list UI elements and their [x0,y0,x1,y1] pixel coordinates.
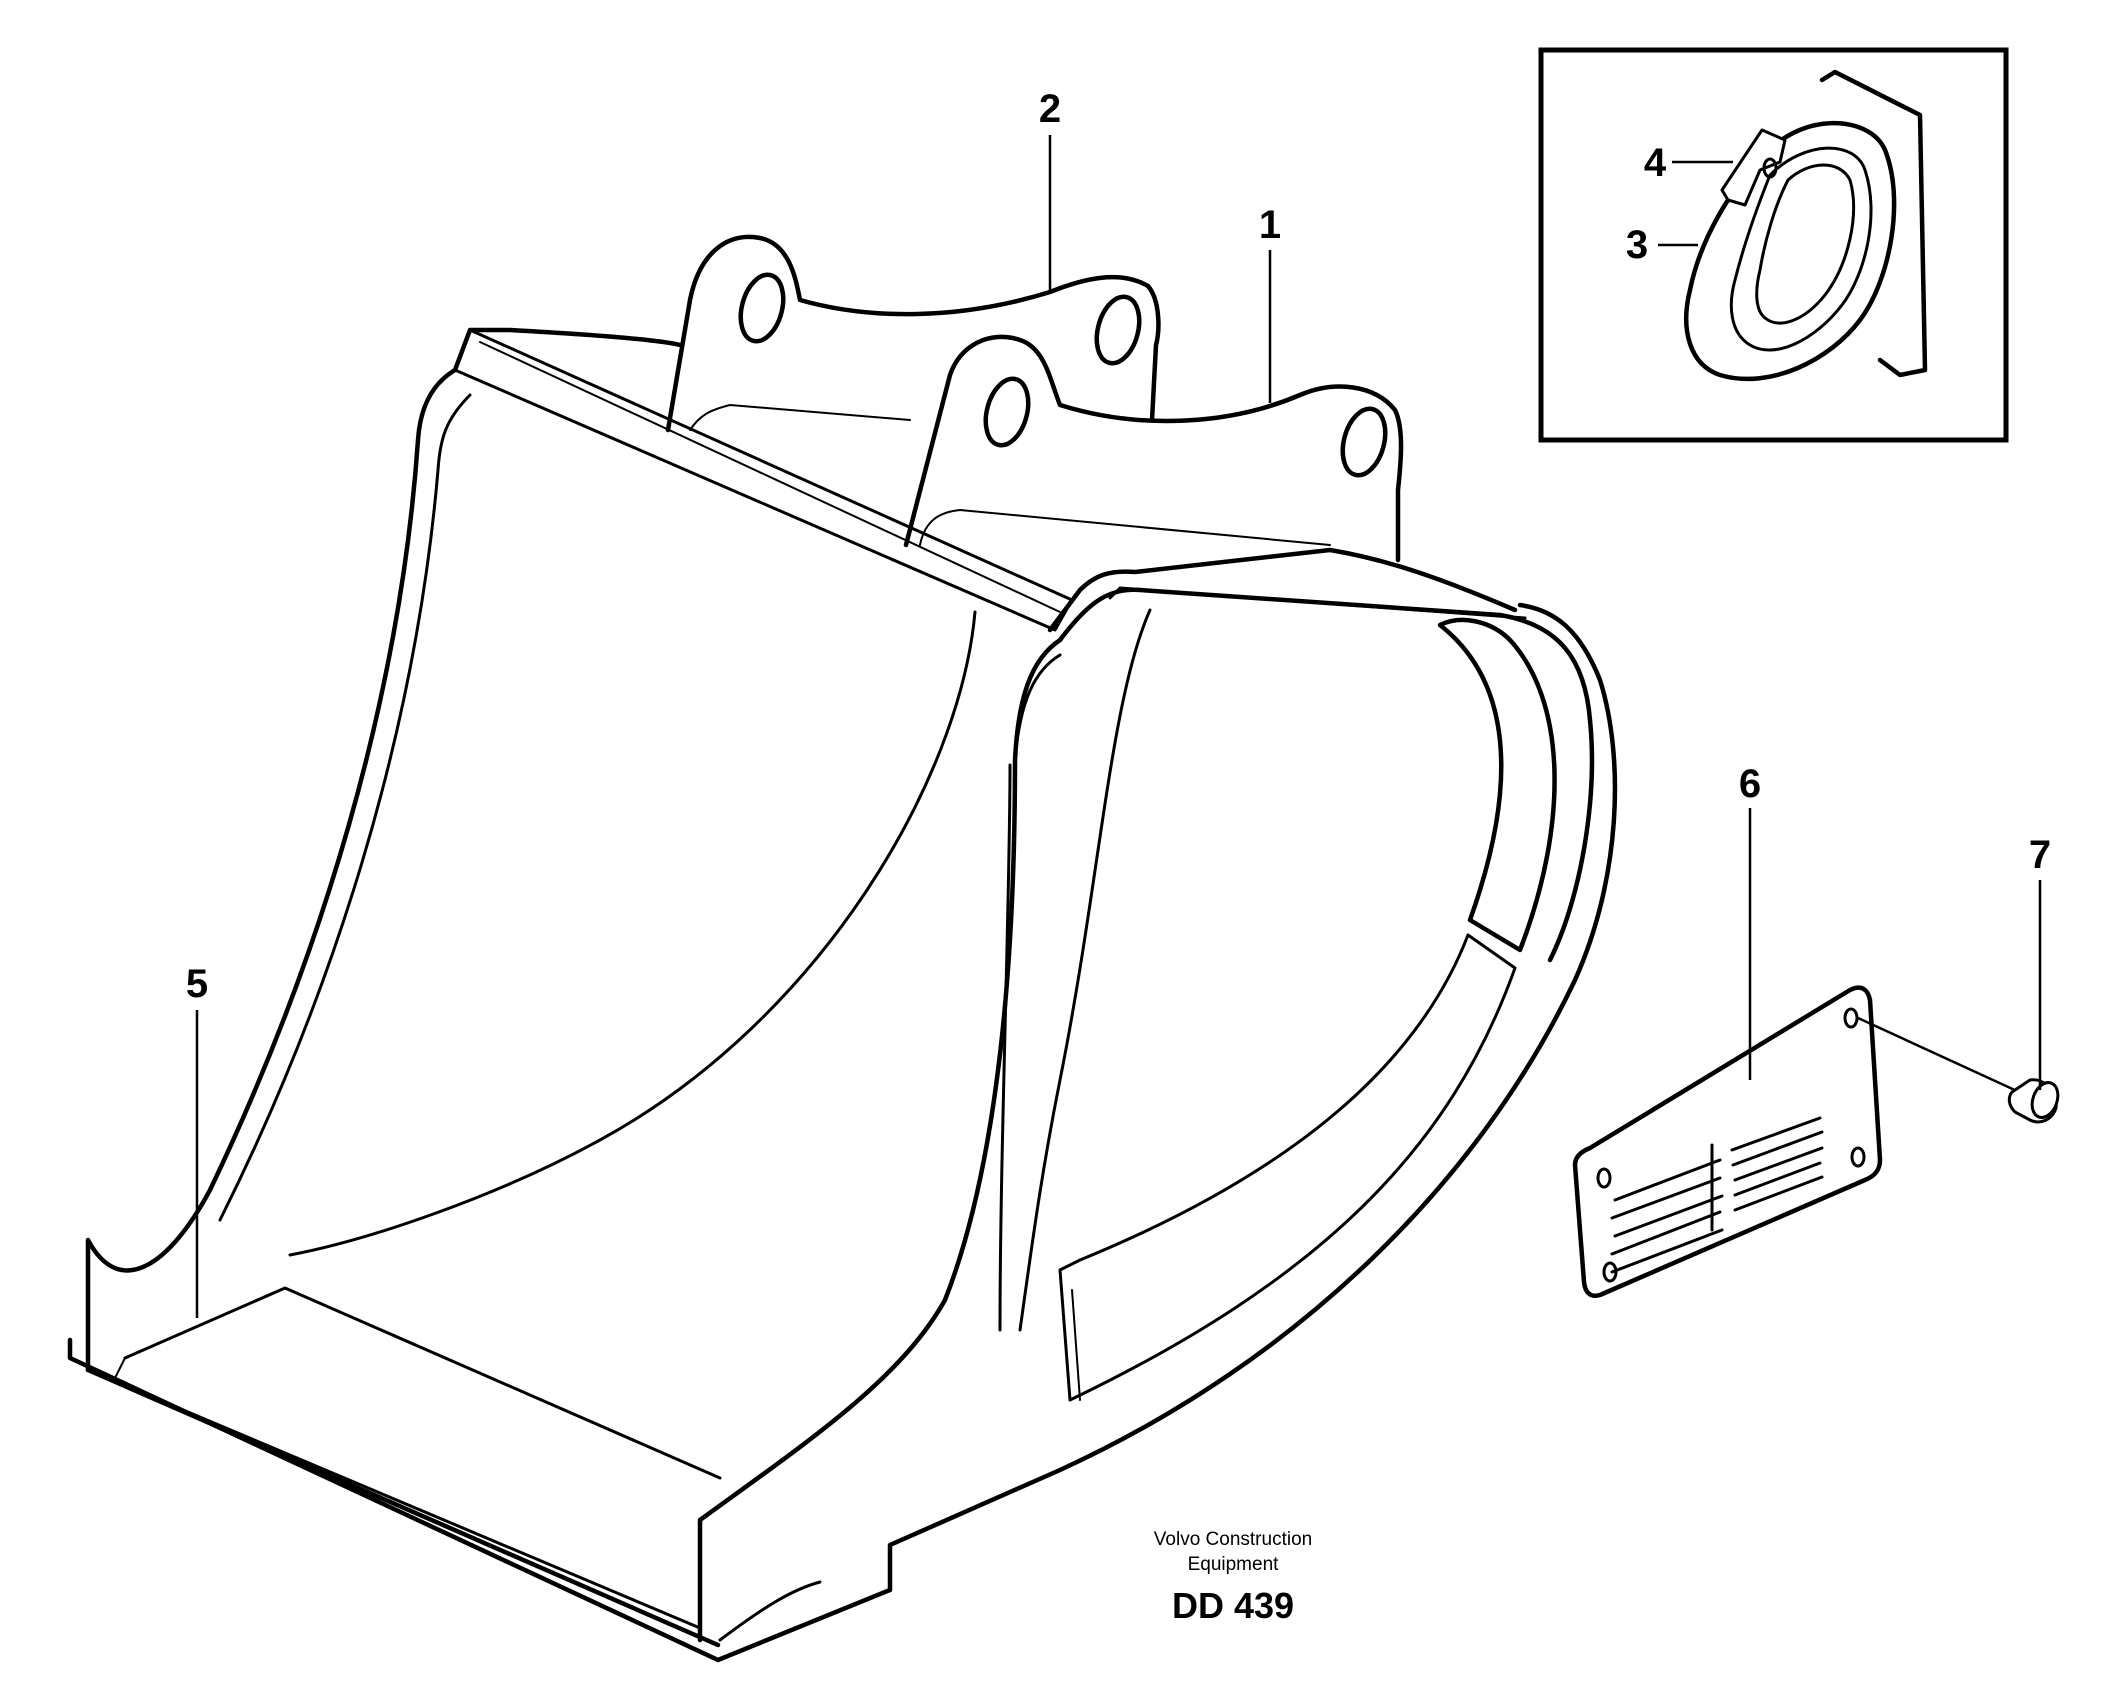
bucket [67,234,1618,1663]
plate-text-lines [1610,1116,1824,1274]
callout-7: 7 [2029,833,2051,877]
inset-detail [1538,47,2009,443]
callout-6: 6 [1739,762,1761,806]
plate-hole [1843,1007,1859,1029]
callout-2: 2 [1039,87,1061,131]
name-plate [1572,985,1883,1298]
bucket-ear-front [903,334,1404,563]
caption-line-1: Volvo Construction [1154,1529,1312,1550]
leader-lines [195,135,2042,1318]
callout-5: 5 [186,962,208,1006]
plate-hole [1850,1146,1866,1168]
callout-4: 4 [1644,141,1667,185]
callout-1: 1 [1259,203,1281,247]
plate-hole [1596,1167,1612,1189]
bucket-ear-rear [665,234,1161,433]
diagram-code: DD 439 [1172,1585,1294,1626]
callout-labels: 2 1 4 3 5 6 7 [186,87,2051,1006]
rivet [1857,1016,2060,1124]
caption: Volvo Construction Equipment DD 439 [1154,1529,1312,1626]
callout-3: 3 [1626,223,1648,267]
caption-line-2: Equipment [1188,1554,1280,1575]
retaining-clip [1720,128,1787,207]
